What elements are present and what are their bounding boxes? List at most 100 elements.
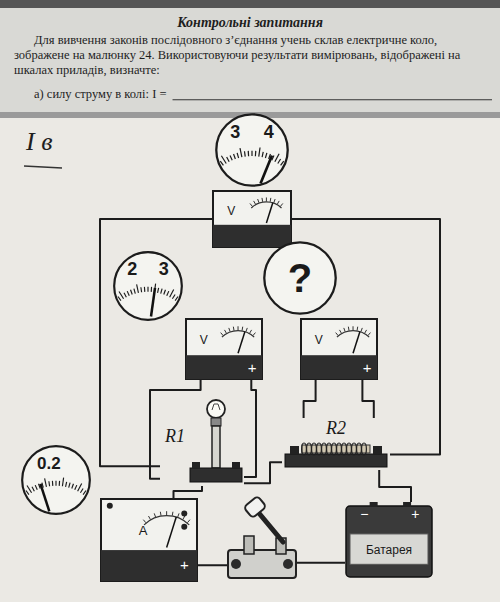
battery-label: Батарея: [366, 544, 412, 557]
meter-symbol: A: [139, 524, 148, 538]
terminal: [231, 559, 241, 569]
terminal-sign: +: [363, 360, 372, 377]
tick: [78, 484, 82, 492]
shape-outline: [112, 250, 184, 322]
coil-windings: [302, 443, 367, 455]
tick: [75, 485, 77, 490]
tick: [158, 288, 159, 293]
tick: [221, 333, 224, 336]
winding: [337, 443, 342, 455]
tick: [69, 483, 70, 488]
winding: [357, 443, 362, 455]
tick: [26, 490, 29, 494]
resistor-label: R2: [326, 420, 346, 440]
tick: [353, 326, 354, 330]
connecting-wire: [244, 380, 256, 477]
terminal: [373, 446, 382, 454]
meter-case: [101, 499, 197, 581]
tick: [147, 287, 148, 292]
tick: [118, 296, 121, 300]
tick: [278, 159, 281, 164]
tick: [262, 152, 263, 157]
winding: [362, 443, 367, 455]
tick: [35, 485, 37, 490]
tick: [255, 151, 257, 156]
switch-lever: [258, 512, 283, 542]
battery-case: [346, 506, 432, 577]
terminal: [181, 524, 187, 530]
meter-dial: ?: [262, 240, 338, 316]
winding: [307, 443, 312, 455]
winding: [342, 443, 347, 455]
scale-reading: 0.2: [37, 455, 61, 474]
tick: [119, 291, 124, 298]
tick: [72, 484, 74, 489]
connecting-wire: [304, 380, 316, 418]
tick: [32, 487, 34, 491]
tick: [66, 482, 67, 487]
winding: [327, 443, 332, 455]
tick: [55, 481, 56, 486]
tick: [244, 151, 246, 156]
lamp-bulb: [207, 400, 225, 418]
tick: [230, 155, 232, 160]
winding: [332, 443, 337, 455]
winding: [352, 443, 357, 455]
connecting-wire: [174, 486, 203, 498]
page-edge: [0, 0, 500, 8]
tick: [137, 284, 139, 292]
ammeter: A+: [100, 498, 198, 582]
tick: [261, 198, 263, 202]
tick: [238, 326, 239, 330]
tick: [151, 287, 153, 292]
lamp-stand: [212, 426, 220, 468]
tick: [166, 511, 167, 515]
dial-lens: [216, 114, 287, 185]
lamp-r1: R1: [160, 396, 244, 486]
tick: [253, 333, 256, 336]
tick: [175, 296, 178, 300]
paper-sheet: [0, 8, 500, 112]
connecting-wire: [362, 380, 373, 418]
dial-lens: [22, 446, 90, 514]
terminal: [232, 462, 240, 468]
terminal: [370, 502, 378, 507]
meter-case: [301, 319, 377, 379]
tick: [164, 290, 166, 295]
terminal-sign: −: [360, 507, 368, 522]
tick: [233, 327, 235, 331]
meter-scale-ticks: [250, 197, 283, 206]
dial-lens: [114, 252, 182, 320]
tick: [234, 154, 236, 159]
meter-dial: 0.2: [20, 444, 92, 516]
tick: [187, 520, 190, 523]
tick: [246, 328, 247, 332]
tick: [242, 327, 244, 331]
tick: [140, 287, 142, 292]
terminal: [181, 511, 187, 517]
tick: [220, 161, 223, 165]
meter-case: [213, 191, 291, 247]
tick: [277, 201, 279, 204]
meter-scale: [222, 331, 254, 338]
question-item: а) силу струму в колі: I =: [34, 88, 167, 102]
resistor-base: [285, 454, 387, 467]
resistor-r2: R2: [282, 418, 390, 470]
meter-base: [301, 355, 377, 379]
voltmeter: V: [212, 190, 292, 248]
tick: [250, 330, 252, 333]
tick: [178, 513, 179, 517]
scale-reading: 4: [264, 123, 274, 143]
winding: [347, 443, 352, 455]
terminal: [283, 559, 293, 569]
pointer-needle: [151, 288, 155, 317]
voltmeter: V+: [300, 318, 378, 380]
tick: [62, 478, 63, 487]
tick: [266, 197, 267, 201]
tick: [59, 481, 61, 486]
scale-reading: 3: [230, 123, 240, 143]
scale-reading: 2: [127, 260, 137, 280]
switch-post: [244, 536, 254, 554]
tick: [143, 520, 146, 523]
meter-scale: [251, 202, 281, 208]
